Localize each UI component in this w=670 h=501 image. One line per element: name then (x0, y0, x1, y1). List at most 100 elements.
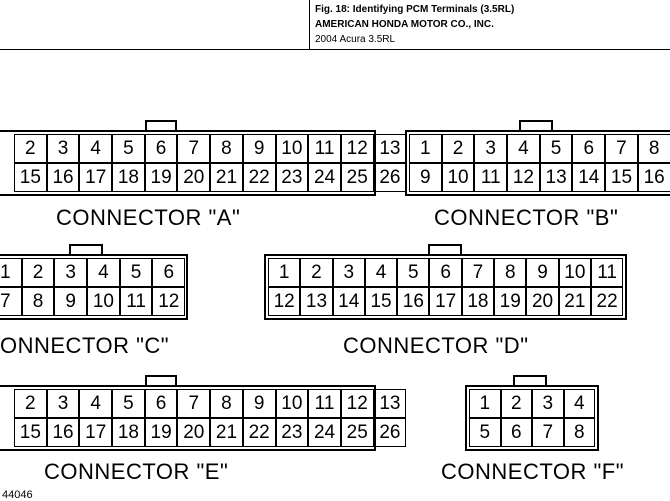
connector-d-pin: 1 (268, 258, 301, 287)
connector-e-pin: 12 (340, 389, 374, 418)
connector-a-pin: 21 (210, 163, 243, 192)
connector-d-pin: 2 (300, 258, 333, 287)
connector-a-pin: 22 (242, 163, 276, 192)
connector-a-pin: 10 (275, 134, 309, 163)
connector-f-pin: 4 (563, 389, 595, 418)
connector-b-pin: 2 (441, 134, 475, 163)
connector-e-pin: 2 (14, 389, 47, 418)
connector-f-key-tab (513, 375, 547, 387)
publisher: AMERICAN HONDA MOTOR CO., INC. (315, 19, 494, 30)
connector-a-pin: 13 (373, 134, 407, 163)
connector-c-label: ONNECTOR "C" (0, 333, 170, 358)
connector-e-pin: 7 (177, 389, 211, 418)
connector-d-pin: 3 (332, 258, 365, 287)
connector-c-pin: 4 (87, 258, 120, 287)
figure-title: Fig. 18: Identifying PCM Terminals (3.5R… (315, 4, 515, 15)
connector-e-pin: 13 (373, 389, 407, 418)
connector-e-label: CONNECTOR "E" (44, 459, 229, 484)
connector-d-label: CONNECTOR "D" (343, 333, 529, 358)
connector-e-pin: 20 (177, 418, 211, 447)
connector-e-pin: 19 (144, 418, 178, 447)
connector-f-pin: 1 (469, 389, 501, 418)
header-divider (309, 0, 310, 50)
connector-d-pin: 18 (461, 287, 495, 316)
connector-a-pin: 4 (79, 134, 113, 163)
connector-e-pin: 8 (210, 389, 243, 418)
connector-e-pin: 26 (373, 418, 407, 447)
connector-d-pin: 19 (494, 287, 527, 316)
connector-c-key-tab (69, 244, 103, 256)
connector-c-pin: 2 (21, 258, 55, 287)
connector-b-pin: 1 (409, 134, 442, 163)
connector-a-pin: 6 (144, 134, 178, 163)
figure-code: 44046 (2, 489, 33, 501)
connector-d-pin: 17 (429, 287, 462, 316)
connector-a-key-tab (145, 120, 177, 132)
connector-d-pin: 16 (397, 287, 430, 316)
connector-b-pin: 11 (474, 163, 508, 192)
connector-e-pin: 25 (340, 418, 374, 447)
connector-e-pin: 5 (112, 389, 145, 418)
connector-d-key-tab (428, 244, 462, 256)
connector-d-pin: 22 (590, 287, 624, 316)
connector-a-pin: 3 (46, 134, 80, 163)
connector-c-pin: 12 (152, 287, 186, 316)
connector-f-pin: 3 (532, 389, 564, 418)
connector-d-pin: 20 (526, 287, 559, 316)
connector-a-pin: 9 (242, 134, 276, 163)
connector-e-pin: 21 (210, 418, 243, 447)
connector-e-key-tab (145, 375, 177, 387)
connector-f-pin: 5 (469, 418, 501, 447)
connector-d-pin: 9 (526, 258, 559, 287)
connector-d-pin: 13 (300, 287, 333, 316)
connector-c-pin: 9 (54, 287, 88, 316)
connector-c-pin: 11 (119, 287, 153, 316)
connector-c-pin: 5 (119, 258, 153, 287)
connector-b-pin: 13 (539, 163, 573, 192)
connector-d-pin: 10 (558, 258, 591, 287)
connector-b-label: CONNECTOR "B" (434, 205, 619, 230)
connector-d-pin: 12 (268, 287, 301, 316)
connector-b-key-tab (519, 120, 553, 132)
connector-f-pin: 6 (500, 418, 532, 447)
vehicle: 2004 Acura 3.5RL (315, 34, 396, 45)
connector-a-pin: 20 (177, 163, 211, 192)
connector-a-pin: 2 (14, 134, 47, 163)
connector-d-pin: 21 (558, 287, 591, 316)
connector-b-pin: 12 (507, 163, 540, 192)
connector-e-pin: 15 (14, 418, 47, 447)
connector-e-pin: 4 (79, 389, 113, 418)
connector-d-pin: 4 (364, 258, 398, 287)
connector-f-pin: 2 (500, 389, 532, 418)
connector-a-pin: 15 (14, 163, 47, 192)
connector-c-pin: 3 (54, 258, 88, 287)
connector-e-pin: 11 (308, 389, 341, 418)
connector-a-pin: 24 (308, 163, 341, 192)
connector-b-pin: 9 (409, 163, 442, 192)
connector-e-pin: 3 (46, 389, 80, 418)
connector-a-pin: 26 (373, 163, 407, 192)
connector-b-pin: 3 (474, 134, 508, 163)
connector-b-pin: 8 (637, 134, 670, 163)
connector-a-pin: 8 (210, 134, 243, 163)
connector-b-pin: 15 (605, 163, 638, 192)
connector-d-pin: 11 (590, 258, 624, 287)
connector-a-pin: 5 (112, 134, 145, 163)
connector-a-pin: 18 (112, 163, 145, 192)
connector-e-pin: 22 (242, 418, 276, 447)
connector-f-pin: 7 (532, 418, 564, 447)
connector-f-label: CONNECTOR "F" (441, 459, 625, 484)
connector-e-pin: 18 (112, 418, 145, 447)
connector-d-pin: 5 (397, 258, 430, 287)
connector-a-pin: 23 (275, 163, 309, 192)
connector-c-pin: 1 (0, 258, 22, 287)
connector-c-pin: 7 (0, 287, 22, 316)
connector-a-pin: 7 (177, 134, 211, 163)
